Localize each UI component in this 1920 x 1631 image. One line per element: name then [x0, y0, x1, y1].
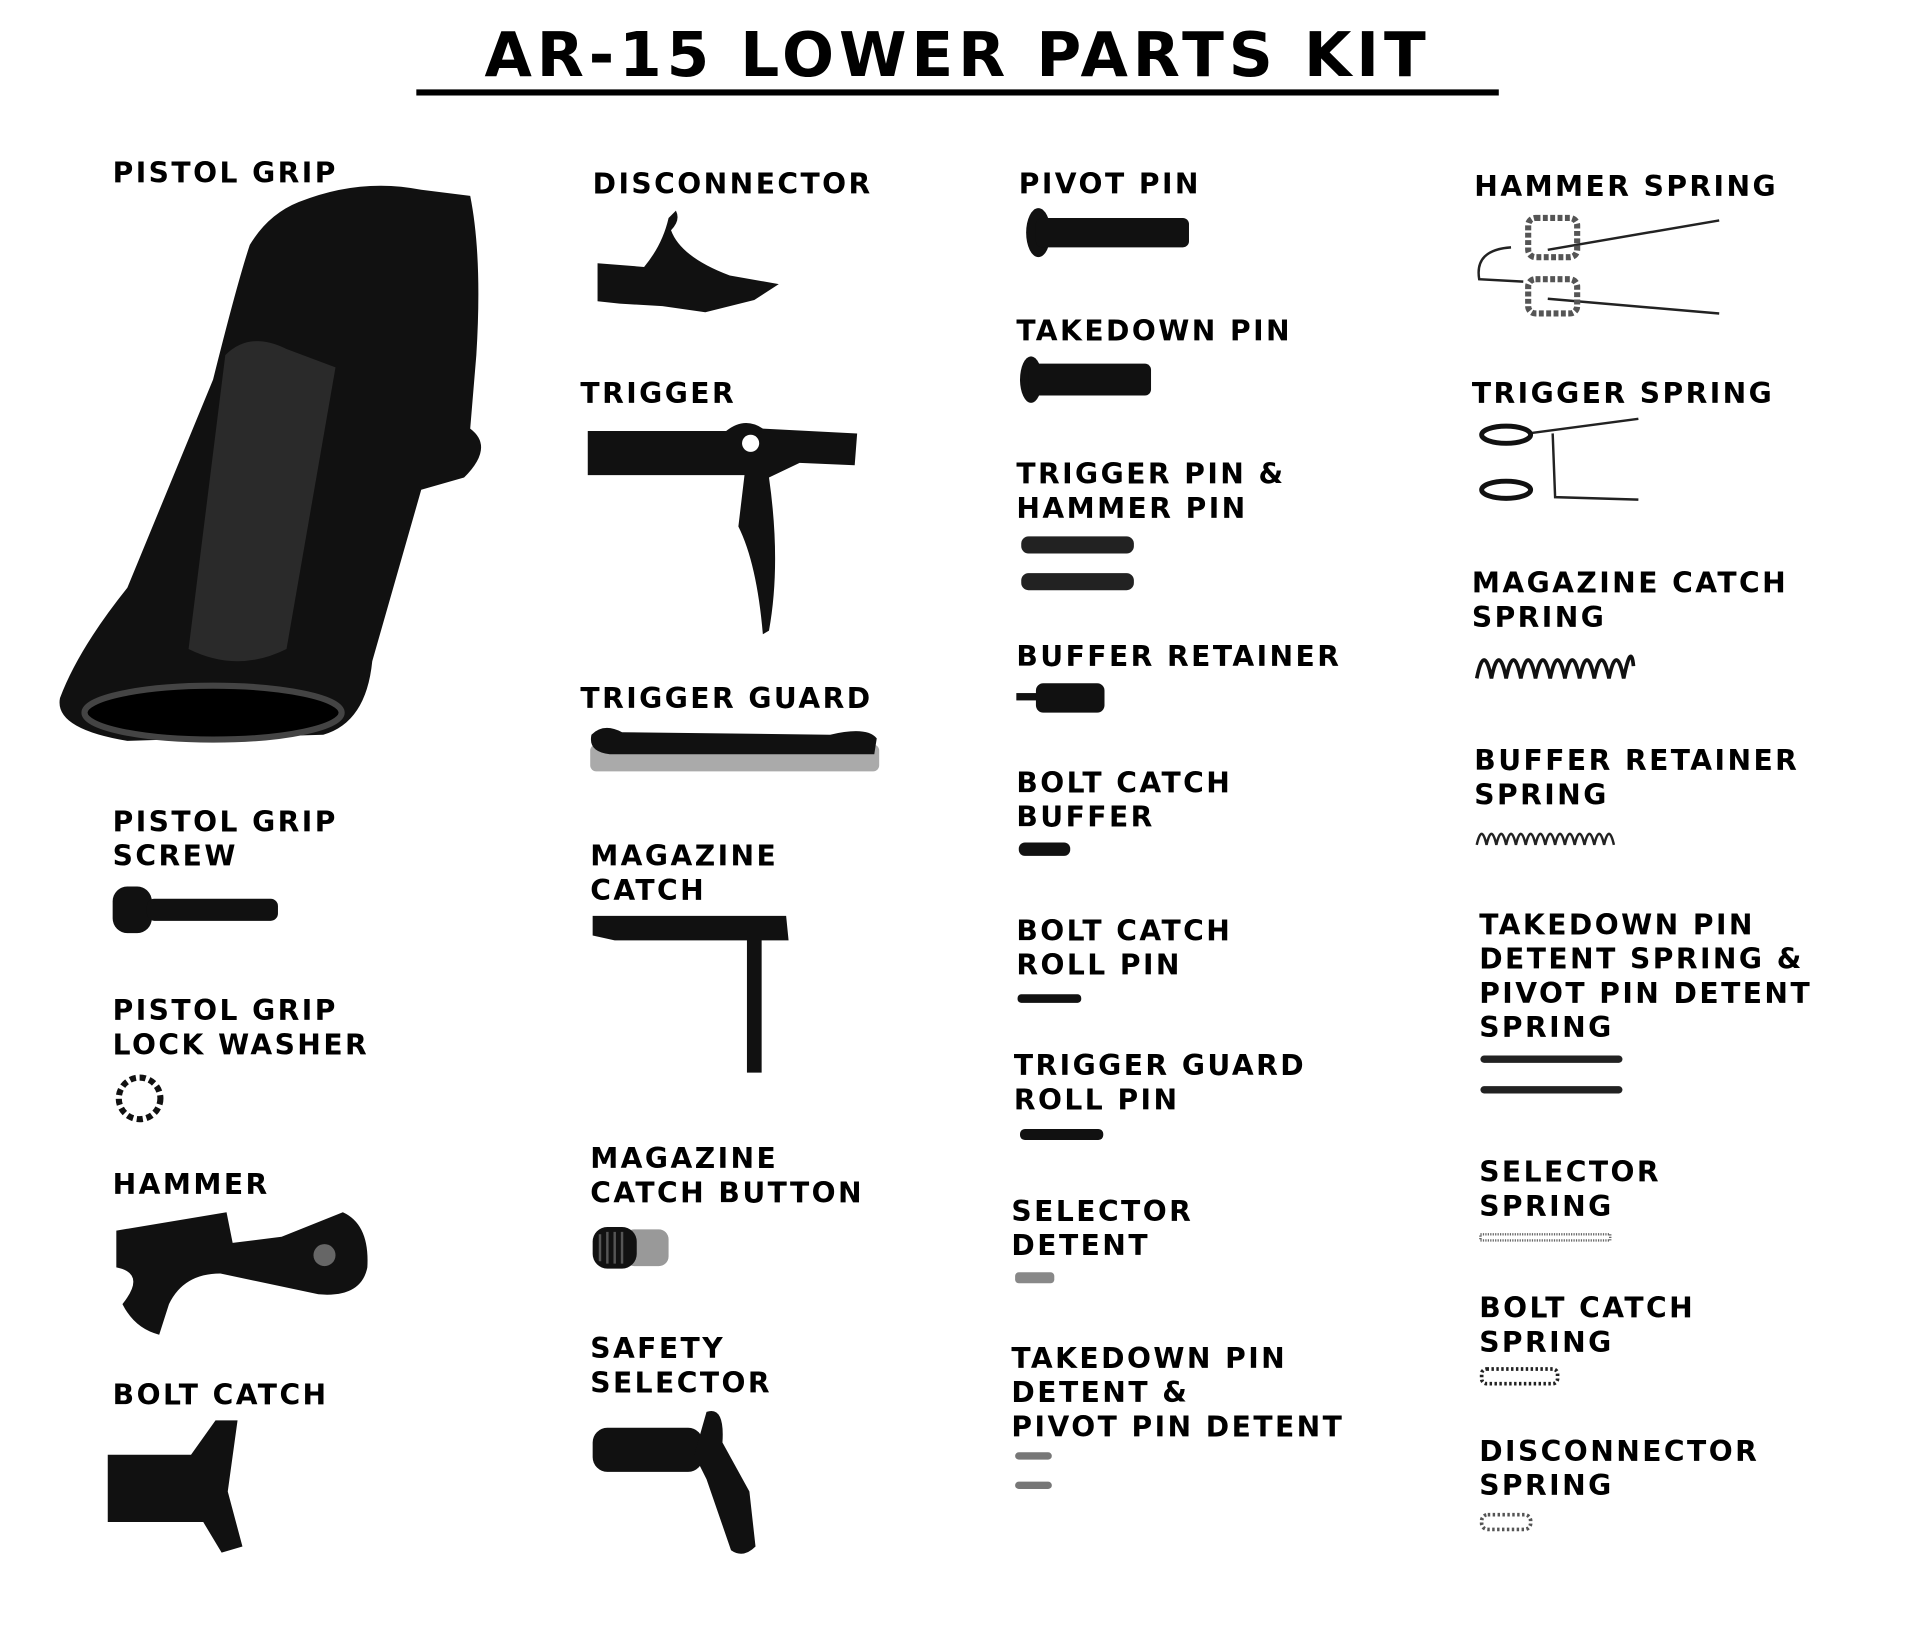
label-takedown-pin: TAKEDOWN PIN	[1016, 315, 1293, 348]
trigger-hammer-pins-image	[1021, 536, 1134, 591]
label-pivot-pin: PIVOT PIN	[1018, 168, 1201, 201]
label-disconnector: DISCONNECTOR	[592, 168, 873, 201]
pistol-grip-image	[59, 185, 482, 743]
trigger-spring-image	[1479, 417, 1639, 501]
buffer-retainer-spring-image	[1475, 832, 1616, 846]
detent-pins-image	[1015, 1452, 1052, 1489]
hammer-spring-image	[1477, 214, 1720, 317]
bolt-catch-image	[107, 1420, 243, 1553]
pistol-grip-screw-image	[112, 886, 278, 934]
selector-detent-image	[1015, 1272, 1055, 1284]
label-bolt-catch: BOLT CATCH	[112, 1380, 329, 1412]
takedown-pin-image	[1020, 356, 1152, 403]
label-trigger-hammer-pin: TRIGGER PIN &HAMMER PIN	[1016, 459, 1286, 526]
safety-selector-image	[592, 1410, 756, 1554]
bolt-catch-roll-pin-image	[1017, 994, 1082, 1003]
page-title: AR-15 LOWER PARTS KIT	[484, 19, 1431, 91]
magazine-catch-image	[592, 915, 789, 1073]
label-trigger-guard: TRIGGER GUARD	[580, 683, 873, 716]
label-hammer: HAMMER	[112, 1169, 270, 1202]
disconnector-image	[597, 210, 779, 313]
title-underline	[416, 89, 1499, 96]
lock-washer-image	[115, 1074, 164, 1123]
bolt-catch-buffer-image	[1018, 842, 1071, 856]
magazine-catch-button-image	[592, 1226, 669, 1269]
detent-springs-image	[1480, 1055, 1623, 1094]
label-trigger-spring: TRIGGER SPRING	[1471, 378, 1775, 411]
bolt-catch-spring-image	[1479, 1367, 1560, 1386]
trigger-image	[587, 423, 858, 635]
label-trigger: TRIGGER	[580, 378, 737, 411]
selector-spring-image	[1479, 1233, 1612, 1242]
trigger-guard-image	[590, 727, 880, 772]
buffer-retainer-image	[1016, 683, 1105, 713]
label-buffer-retainer: BUFFER RETAINER	[1016, 641, 1342, 674]
trigger-guard-roll-pin-image	[1020, 1128, 1104, 1141]
magazine-catch-spring-image	[1474, 654, 1636, 679]
hammer-image	[116, 1212, 368, 1335]
label-pistol-grip: PISTOL GRIP	[112, 157, 338, 190]
label-hammer-spring: HAMMER SPRING	[1474, 171, 1779, 204]
pivot-pin-image	[1026, 208, 1189, 258]
disconnector-spring-image	[1479, 1512, 1533, 1532]
